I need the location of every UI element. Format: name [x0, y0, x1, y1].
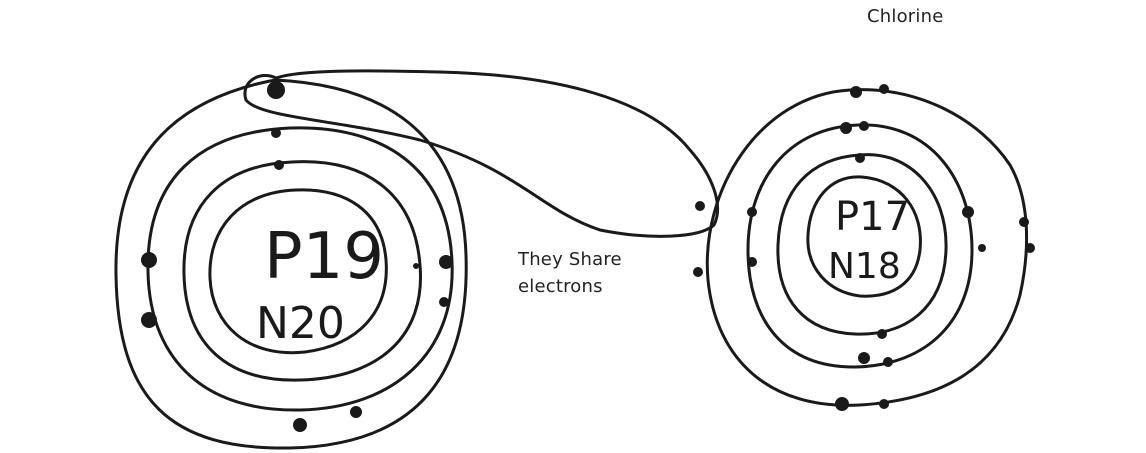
- shared-electron-loop: [243, 69, 719, 238]
- electron: [835, 397, 849, 411]
- electron: [413, 263, 419, 269]
- electron: [274, 160, 284, 170]
- electron: [350, 406, 362, 418]
- shared-electrons-label-line1: They Share: [518, 249, 622, 270]
- right-atom: P17 N18: [693, 84, 1035, 411]
- electron: [850, 86, 862, 98]
- electron: [858, 352, 870, 364]
- electron: [962, 206, 974, 218]
- electron: [439, 297, 449, 307]
- left-atom: P19 N20: [114, 78, 468, 450]
- shared-electrons-label: They Share electrons: [518, 246, 622, 300]
- electron: [141, 312, 157, 328]
- electron: [271, 128, 281, 138]
- left-shell-2: [146, 126, 454, 412]
- electron: [978, 244, 986, 252]
- electron: [747, 207, 757, 217]
- electron: [695, 201, 705, 211]
- electron: [293, 418, 307, 432]
- electron: [883, 357, 893, 367]
- right-nucleus: [806, 175, 922, 298]
- electron: [879, 84, 889, 94]
- electron: [693, 267, 703, 277]
- electron: [879, 399, 889, 409]
- left-neutron-count: N20: [256, 298, 345, 349]
- electron: [141, 252, 157, 268]
- right-shell-2: [746, 123, 974, 369]
- electron: [1025, 243, 1035, 253]
- left-nucleus: [208, 188, 388, 355]
- electron: [859, 121, 869, 131]
- right-shell-3: [705, 88, 1029, 407]
- right-neutron-count: N18: [828, 246, 901, 287]
- electron: [855, 153, 865, 163]
- electron: [267, 81, 285, 99]
- left-shell-1: [182, 160, 423, 382]
- left-shell-3: [114, 78, 468, 450]
- shared-electrons-label-line2: electrons: [518, 276, 603, 297]
- electron: [1019, 217, 1029, 227]
- element-name-label: Chlorine: [867, 6, 944, 27]
- left-proton-count: P19: [264, 220, 384, 294]
- electron: [877, 329, 887, 339]
- right-shell-1: [776, 153, 948, 336]
- electron: [439, 255, 453, 269]
- electron: [747, 257, 757, 267]
- electron: [840, 122, 852, 134]
- right-proton-count: P17: [835, 194, 910, 240]
